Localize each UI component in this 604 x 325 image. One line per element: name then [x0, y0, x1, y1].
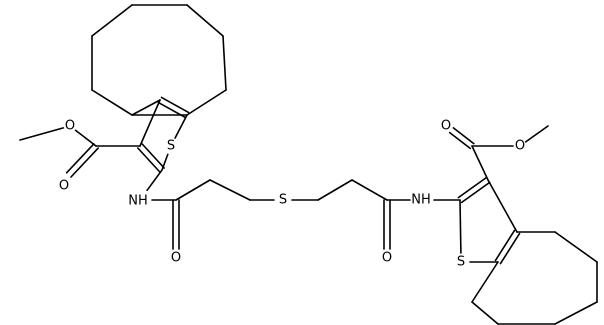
atom-label-o6: O [441, 119, 451, 134]
atom-label-o3: O [171, 251, 181, 266]
bond-9-b [160, 96, 190, 114]
atom-label-o2: O [59, 179, 69, 194]
atom-labels-layer: S O O NH O S O NH O O S [59, 119, 525, 270]
bond-12-b [137, 147, 161, 173]
bond-44 [471, 301, 499, 325]
bond-15 [74, 129, 97, 147]
bond-12-a [141, 143, 165, 169]
bond-13 [139, 99, 161, 147]
bond-42 [554, 301, 598, 325]
bond-8 [131, 99, 161, 116]
bond-18 [146, 169, 163, 192]
atom-label-nh1: NH [128, 194, 148, 209]
bond-10 [174, 114, 188, 139]
bonds-layer [19, 4, 598, 325]
bond-31 [487, 179, 518, 233]
atom-label-s1: S [167, 139, 175, 154]
bond-17-a [65, 143, 95, 174]
bond-6 [91, 89, 133, 116]
bond-30-b [457, 176, 488, 199]
atom-label-nh2: NH [411, 193, 431, 208]
bond-3 [222, 35, 227, 91]
bond-25 [317, 179, 353, 201]
atom-label-s3: S [457, 255, 465, 270]
atom-label-s2: S [279, 193, 287, 208]
atom-label-o1: O [65, 119, 75, 134]
bond-26 [351, 179, 388, 201]
bond-35 [471, 145, 489, 181]
bond-17-b [70, 147, 99, 178]
bond-32-b [499, 232, 521, 265]
bond-34 [459, 199, 462, 254]
atom-label-o5: O [515, 139, 525, 154]
bond-40 [554, 231, 598, 263]
bond-30-a [460, 181, 491, 204]
bond-45 [471, 261, 499, 303]
bond-9-a [157, 101, 187, 119]
bond-4 [186, 89, 227, 116]
bond-37 [524, 125, 549, 143]
bond-22 [209, 179, 251, 201]
bond-21 [175, 179, 211, 201]
bond-32-a [494, 229, 516, 262]
atom-label-o4: O [382, 251, 392, 266]
bond-0 [91, 4, 133, 37]
bond-16 [19, 127, 65, 141]
bond-38-a [452, 127, 475, 145]
bond-2 [186, 4, 224, 37]
bond-38-b [448, 131, 472, 150]
